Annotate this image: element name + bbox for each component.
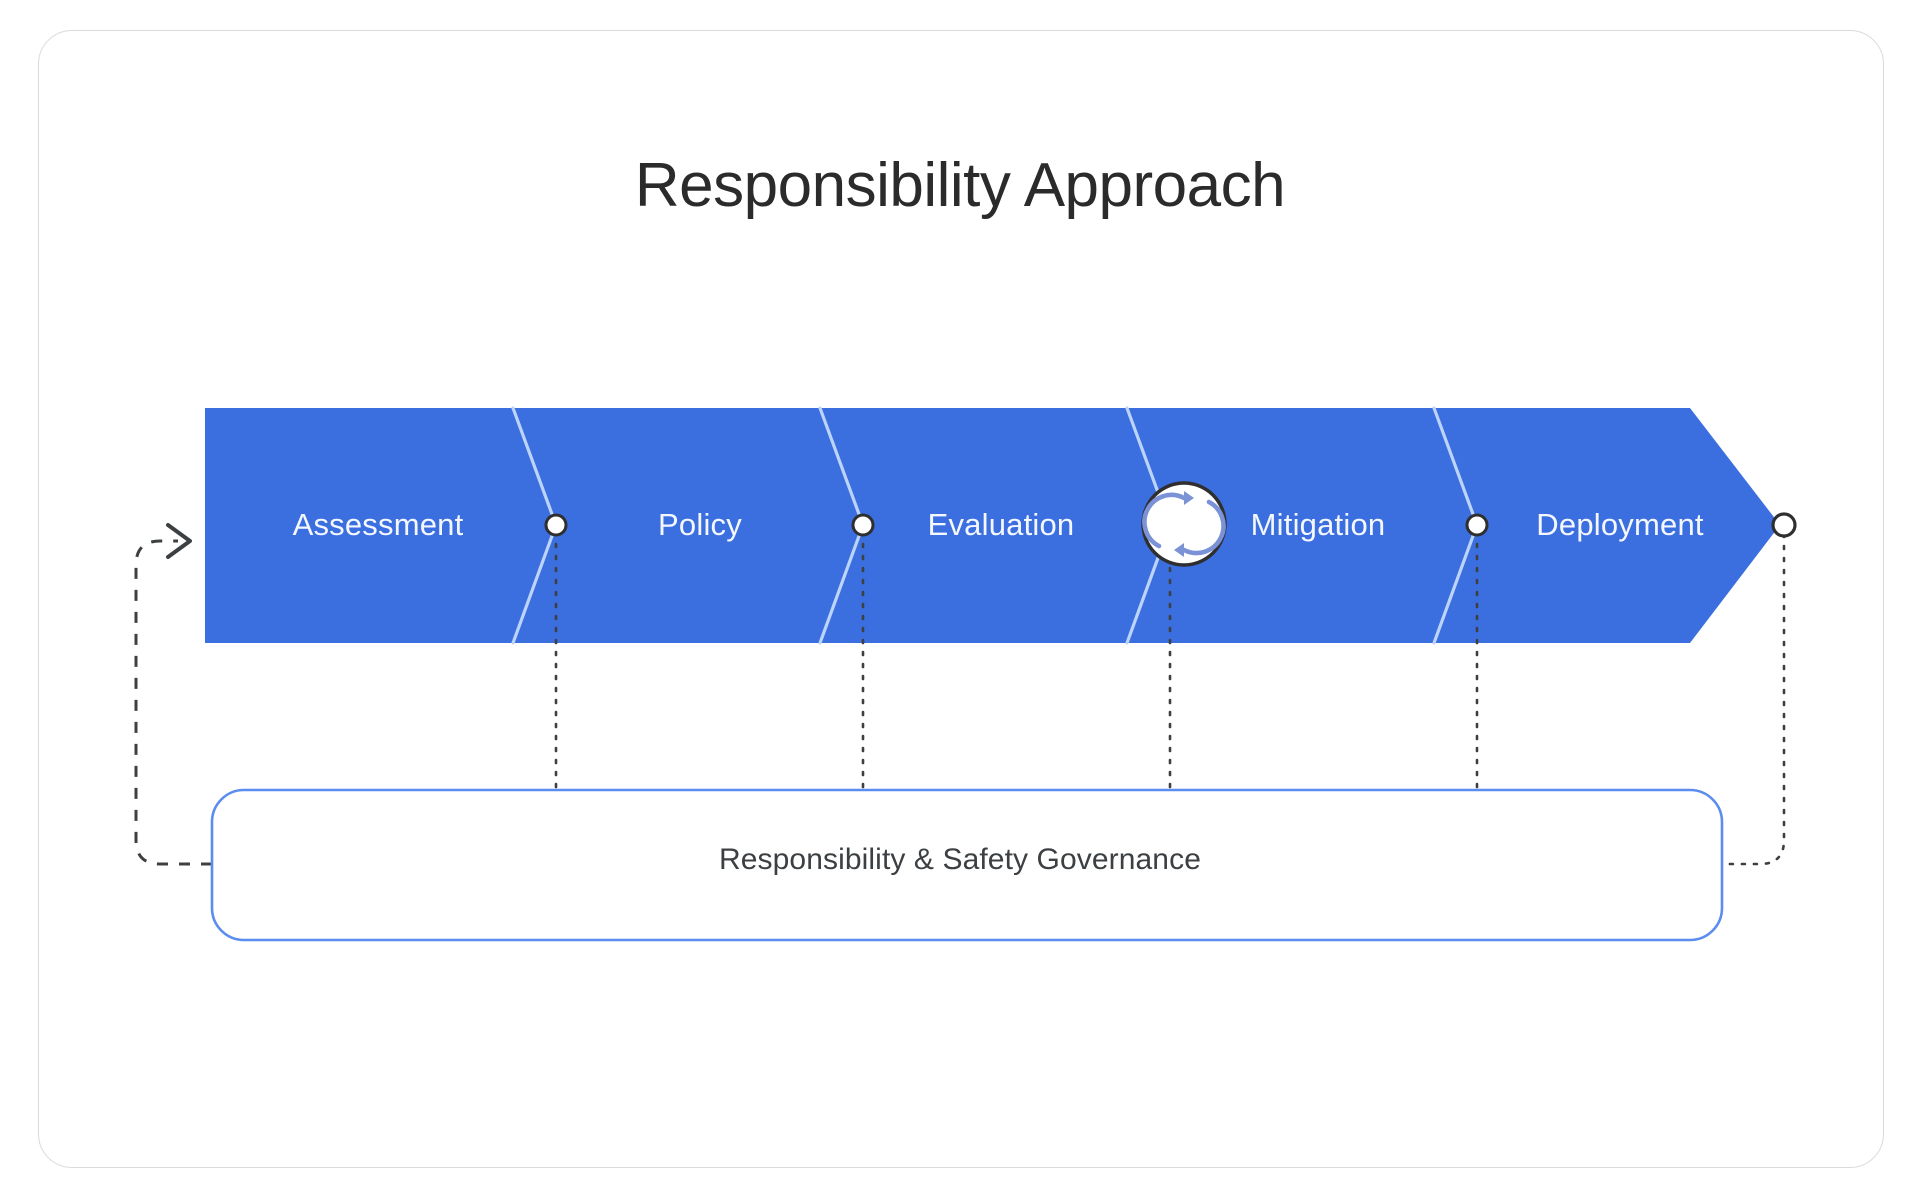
step-label-deployment[interactable]: Deployment bbox=[1536, 507, 1704, 542]
node-dot-4[interactable] bbox=[1465, 513, 1489, 537]
page-title: Responsibility Approach bbox=[634, 151, 1286, 220]
step-label-evaluation[interactable]: Evaluation bbox=[927, 507, 1075, 542]
connector-lines bbox=[554, 530, 1786, 866]
refresh-cycle-icon[interactable] bbox=[1141, 481, 1227, 567]
node-dot-5[interactable] bbox=[1771, 512, 1797, 538]
feedback-loop bbox=[134, 539, 212, 866]
node-dot-2[interactable] bbox=[851, 513, 875, 537]
process-band-shape[interactable] bbox=[205, 408, 1780, 643]
step-label-mitigation[interactable]: Mitigation bbox=[1250, 507, 1386, 542]
governance-label: Responsibility & Safety Governance bbox=[719, 843, 1201, 876]
connector-line-5 bbox=[1720, 532, 1786, 866]
feedback-loop-path bbox=[134, 539, 212, 866]
step-label-assessment[interactable]: Assessment bbox=[292, 507, 464, 542]
governance-box[interactable] bbox=[210, 788, 1724, 942]
step-label-policy[interactable]: Policy bbox=[658, 507, 742, 542]
chevron-right-arrowhead bbox=[166, 523, 192, 559]
node-dot-1[interactable] bbox=[544, 513, 568, 537]
